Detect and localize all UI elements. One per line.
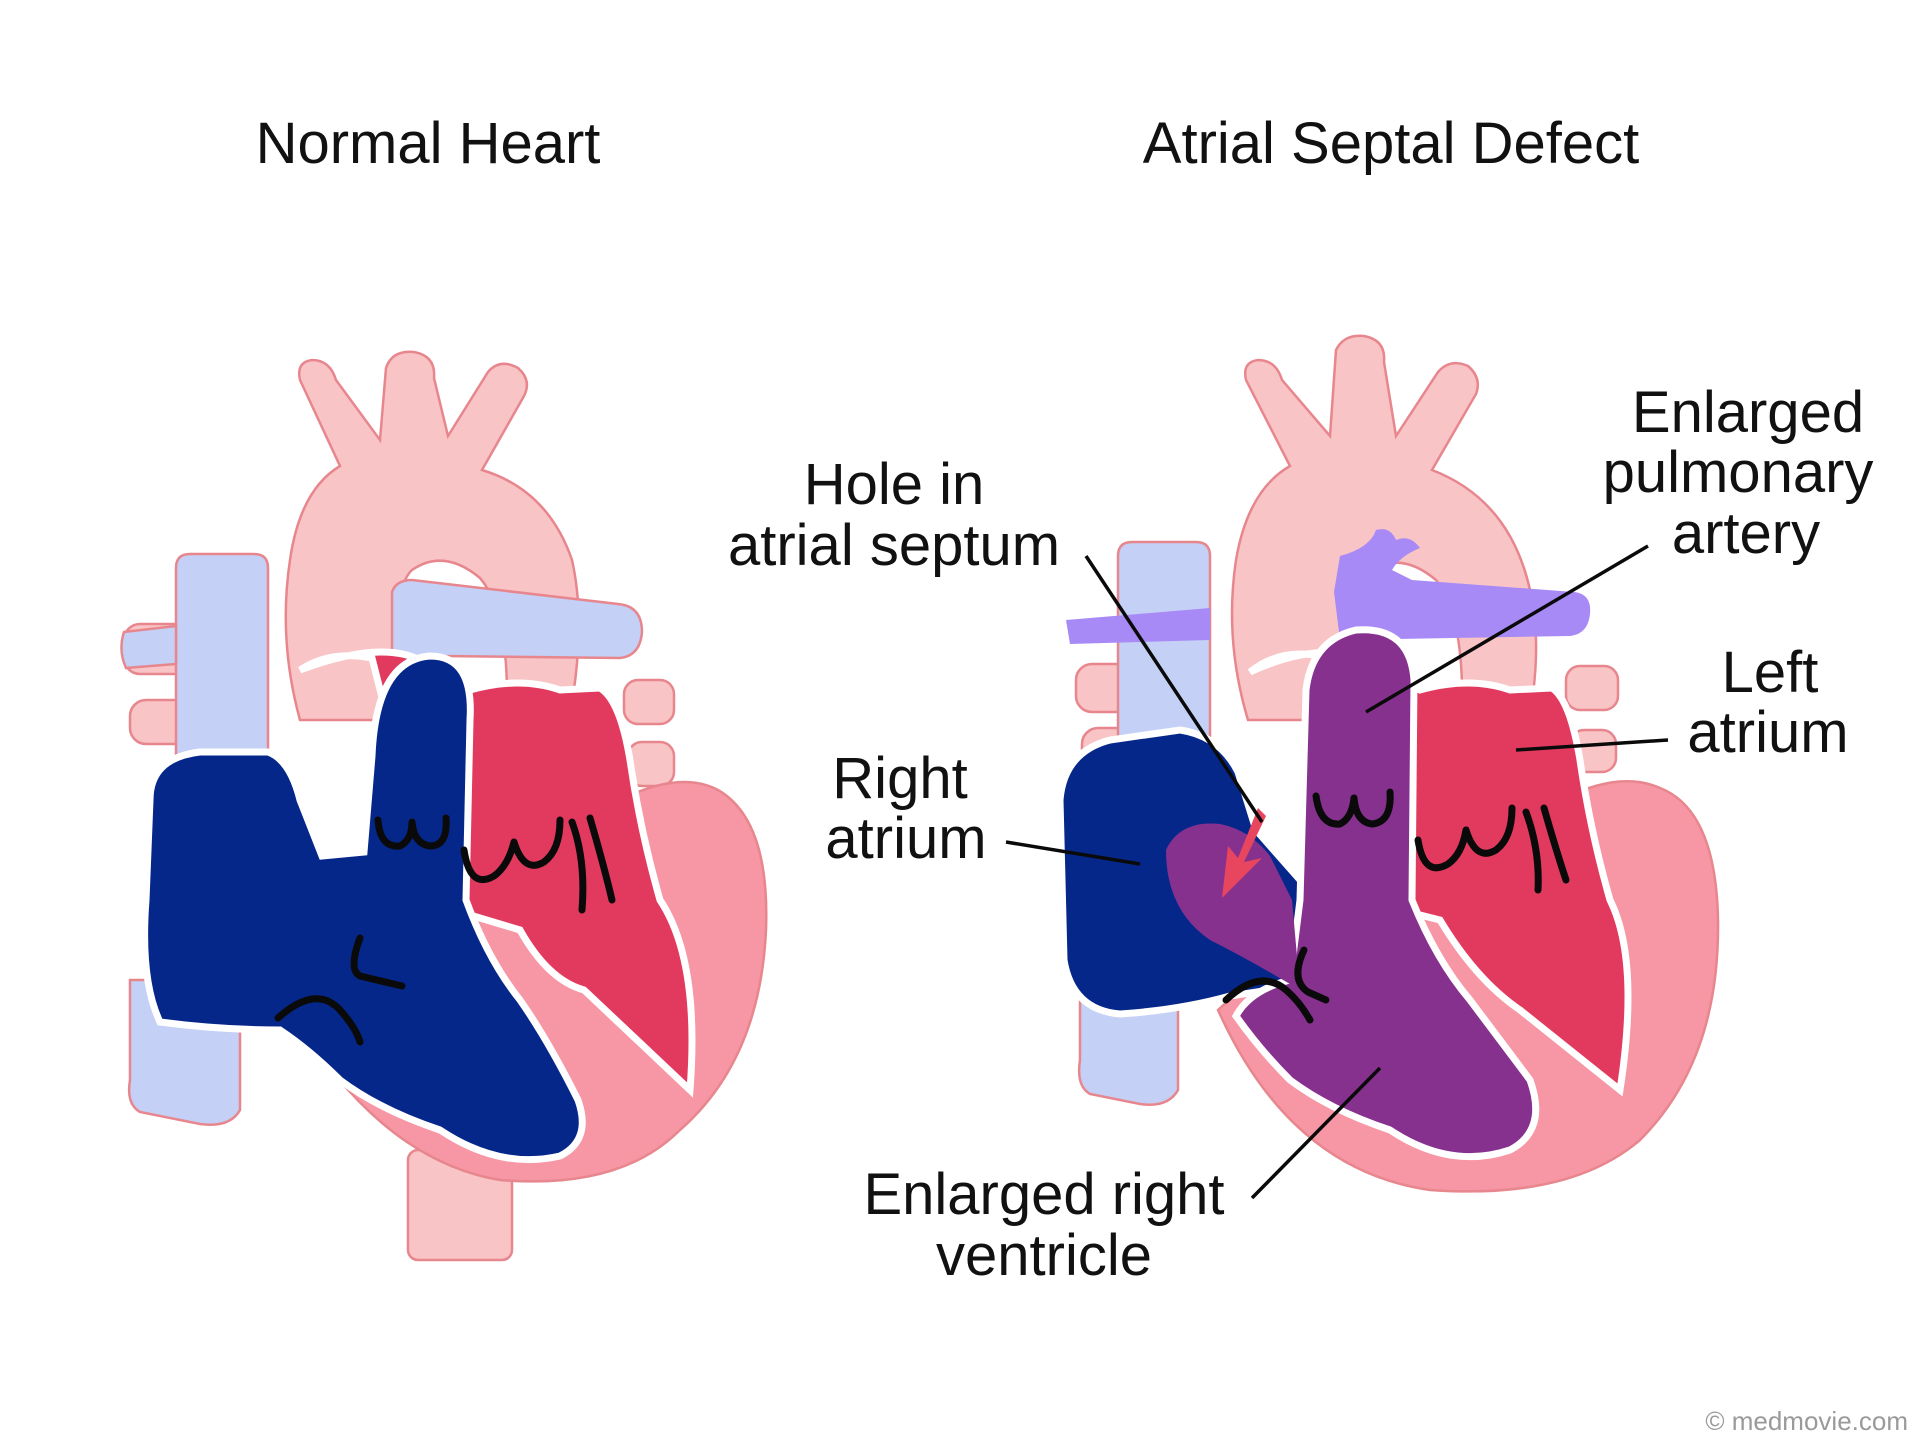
enlarged-pulmonary-artery bbox=[1334, 529, 1591, 640]
shunt-blood bbox=[1166, 823, 1300, 990]
valves bbox=[1222, 788, 1570, 1024]
right-atrium-label-line1: Right bbox=[832, 746, 967, 811]
pulmonary-artery bbox=[390, 578, 644, 702]
ventricle-label-line2: ventricle bbox=[936, 1223, 1152, 1288]
shunt-arrow bbox=[1222, 808, 1266, 898]
asd-title: Atrial Septal Defect bbox=[1143, 111, 1639, 176]
pulmonary-label-line1: Enlarged bbox=[1632, 380, 1864, 445]
normal-heart bbox=[120, 350, 768, 1262]
asd-heart bbox=[1056, 334, 1720, 1193]
right-atrium-leader-line bbox=[1005, 840, 1141, 866]
pulmonary-label-line2: pulmonary bbox=[1603, 440, 1874, 505]
right-atrium-label-line2: atrium bbox=[825, 806, 986, 871]
left-atrium-label-line1: Left bbox=[1722, 640, 1819, 705]
normal-heart-title: Normal Heart bbox=[256, 111, 601, 176]
left-vein-branch bbox=[120, 624, 178, 670]
right-chambers bbox=[141, 652, 586, 1164]
valves bbox=[274, 814, 616, 1046]
labels: Hole in atrial septum Enlarged pulmonary… bbox=[728, 380, 1873, 1288]
enlarged-pulmonary-artery-trunk bbox=[1066, 608, 1210, 644]
credit-text: © medmovie.com bbox=[1705, 1406, 1908, 1436]
left-atrium-label-line2: atrium bbox=[1687, 700, 1848, 765]
left-chambers bbox=[1247, 648, 1632, 1097]
ventricle-leader-line bbox=[1250, 1066, 1382, 1200]
pulmonary-label-line3: artery bbox=[1672, 501, 1820, 566]
enlarged-right-ventricle bbox=[1231, 626, 1540, 1161]
hole-leader-line bbox=[1084, 555, 1264, 823]
left-atrium-leader-line bbox=[1515, 738, 1669, 752]
ventricle-label-line1: Enlarged right bbox=[863, 1162, 1224, 1227]
pulmonary-leader-line bbox=[1365, 544, 1649, 714]
hole-label-line2: atrial septum bbox=[728, 513, 1060, 578]
hole-label-line1: Hole in bbox=[804, 452, 985, 517]
